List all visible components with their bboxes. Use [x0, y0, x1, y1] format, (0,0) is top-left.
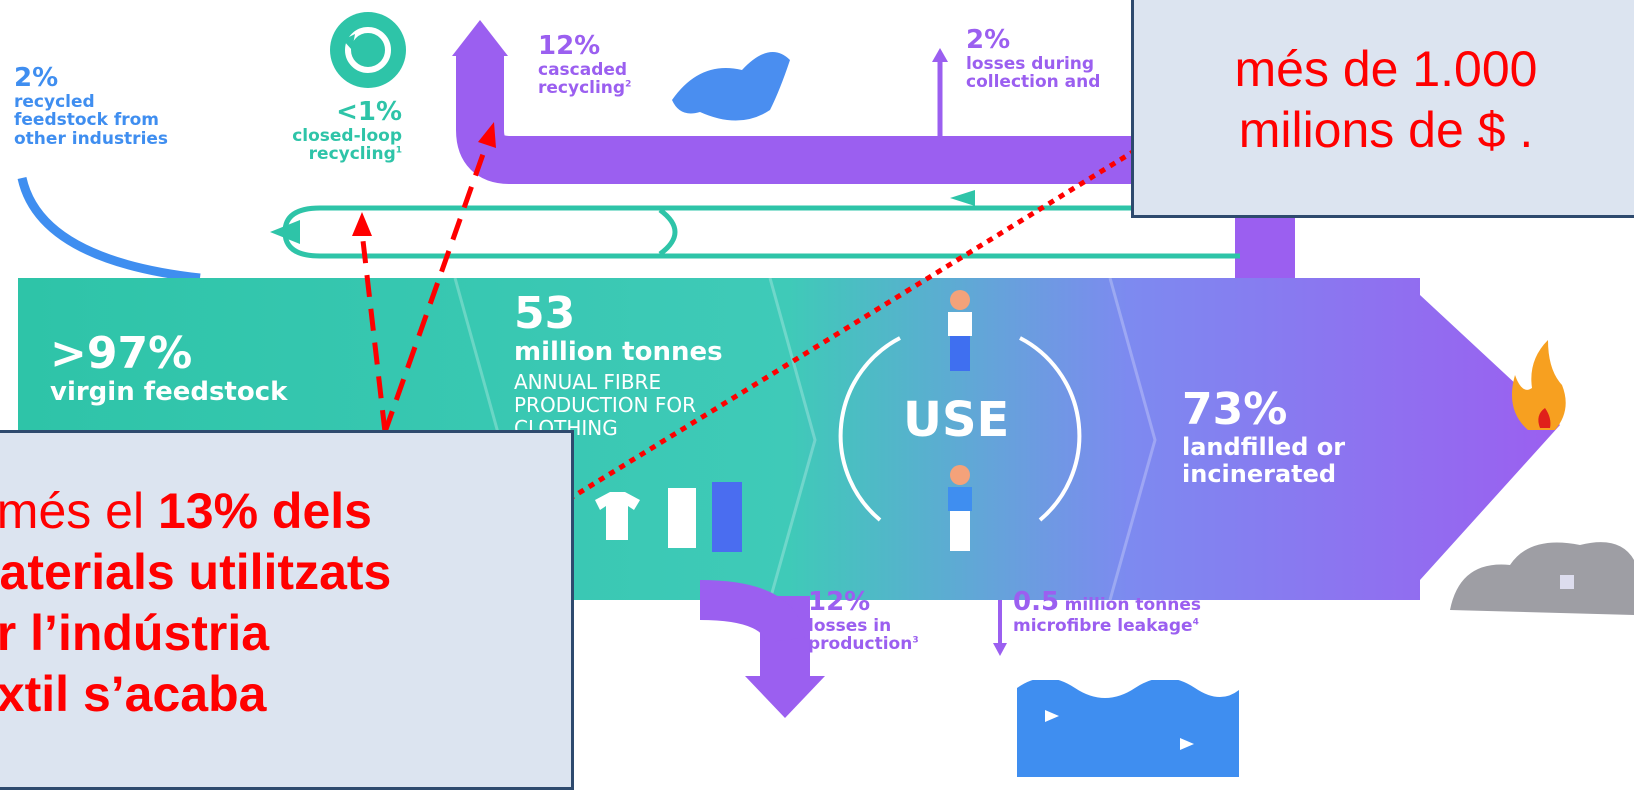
recycling-callout: omés el 13% dels naterials utilitzats er… — [0, 430, 574, 790]
collection-line1: losses during — [966, 53, 1095, 74]
prod-losses-sup: 3 — [912, 635, 919, 646]
recycled-feedstock-label: 2% recycled feedstock from other industr… — [14, 64, 168, 149]
landfill-icon — [1450, 542, 1634, 615]
use-cycle-left-arc — [838, 336, 901, 522]
use-cycle-right-arc — [1019, 336, 1082, 522]
recycling-callout-line3: er l’indústria — [0, 605, 270, 661]
production-loss-arrow-head — [745, 676, 825, 718]
landfill-pct: 73% — [1182, 384, 1288, 435]
landfill-line2: incinerated — [1182, 459, 1337, 488]
cascaded-line2: recycling — [538, 78, 626, 99]
landfill-label: 73% landfilled or incinerated — [1182, 384, 1346, 488]
recycling-callout-line2: naterials utilitzats — [0, 544, 392, 600]
person-top-icon — [948, 290, 972, 371]
closed-loop-pct: <1% — [336, 97, 402, 127]
collection-pct: 2% — [966, 25, 1011, 55]
recycled-feedstock-curve — [17, 176, 201, 283]
recycling-callout-line4: extil s’acaba — [0, 666, 267, 722]
recycling-callout-line1-normal: omés el — [0, 483, 145, 539]
recycled-feedstock-line3: other industries — [14, 128, 169, 149]
textile-icon — [672, 52, 790, 121]
production-losses-label: 12% losses in production3 — [808, 588, 919, 654]
prod-losses-pct: 12% — [808, 587, 871, 617]
microfibre-pct: 0.5 — [1013, 587, 1060, 617]
microfibre-sup: 4 — [1192, 616, 1199, 627]
cascaded-sup: 2 — [625, 79, 632, 90]
recycled-feedstock-line1: recycled — [14, 91, 95, 112]
annual-production-label: 53 million tonnes ANNUAL FIBRE PRODUCTIO… — [514, 288, 723, 440]
collection-line2: collection and — [966, 72, 1101, 93]
cascaded-pct: 12% — [538, 31, 601, 61]
cost-callout-line2: milions de $ . — [1238, 102, 1534, 158]
virgin-pct: >97% — [50, 328, 193, 379]
use-label: USE — [903, 392, 1010, 448]
collection-losses-label: 2% losses during collection and — [966, 26, 1100, 92]
recycling-callout-line1-bold: 13% dels — [157, 483, 372, 539]
person-bottom-icon — [948, 465, 972, 551]
cost-callout-line1: més de 1.000 — [1234, 41, 1538, 97]
closed-loop-arrow-head — [270, 220, 300, 244]
production-line2: PRODUCTION FOR — [514, 392, 697, 417]
recycled-feedstock-pct: 2% — [14, 63, 59, 93]
fire-icon — [1511, 340, 1566, 430]
cascaded-return-band — [456, 52, 1324, 190]
microfibre-line2: microfibre leakage — [1013, 615, 1193, 636]
cascaded-recycling-label: 12% cascaded recycling2 — [538, 32, 631, 98]
production-number: 53 — [514, 288, 576, 339]
production-line1: ANNUAL FIBRE — [514, 369, 662, 394]
recycled-feedstock-line2: feedstock from — [14, 110, 160, 131]
cost-callout: més de 1.000 milions de $ . — [1131, 0, 1634, 218]
prod-losses-line2: production — [808, 634, 913, 655]
clothing-icons — [595, 482, 742, 552]
production-unit: million tonnes — [514, 337, 723, 368]
cascaded-line1: cascaded — [538, 59, 628, 80]
virgin-feedstock-label: >97% virgin feedstock — [50, 328, 288, 408]
closed-loop-label: <1% closed-loop recycling1 — [262, 98, 402, 164]
virgin-text: virgin feedstock — [50, 377, 288, 408]
closed-loop-outline — [282, 205, 1240, 259]
ocean-icon — [1017, 672, 1239, 777]
closed-loop-line1: closed-loop — [292, 125, 402, 146]
prod-losses-line1: losses in — [808, 615, 892, 636]
microfibre-line1: million tonnes — [1064, 595, 1202, 615]
closed-loop-line2: recycling — [308, 144, 396, 165]
closed-loop-sup: 1 — [395, 145, 402, 156]
microfibre-label: 0.5 million tonnes microfibre leakage4 — [1013, 588, 1201, 635]
cascaded-arrow-head — [452, 20, 508, 56]
recycle-icon — [330, 12, 406, 88]
landfill-line1: landfilled or — [1182, 433, 1346, 462]
